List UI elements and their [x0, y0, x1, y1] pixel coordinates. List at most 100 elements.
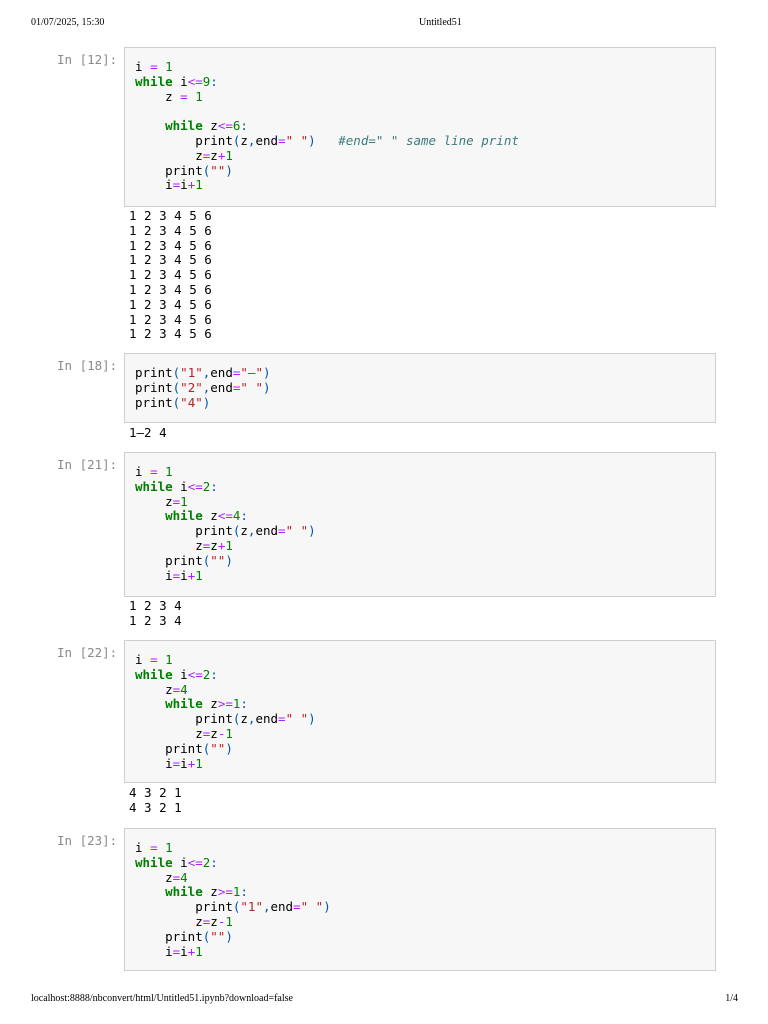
- punctuation-token: ): [308, 711, 316, 727]
- number-token: 1: [225, 913, 233, 929]
- punctuation-token: (: [202, 740, 211, 756]
- number-token: 1: [225, 537, 233, 553]
- output-line: 1 2 3 4: [129, 598, 182, 613]
- punctuation-token: (: [172, 365, 181, 380]
- whitespace-token: [135, 899, 195, 914]
- operator-token: >=: [217, 884, 233, 900]
- number-token: 1: [195, 177, 203, 193]
- punctuation-token: ): [323, 899, 331, 915]
- code-line: z=4: [135, 869, 331, 886]
- string-token: " ": [285, 132, 309, 148]
- name-token: z: [210, 725, 218, 741]
- operator-token: =: [202, 913, 211, 929]
- output-line: 1 2 3 4 5 6: [129, 208, 212, 223]
- name-token: end: [270, 899, 294, 915]
- name-token: print: [195, 132, 233, 148]
- punctuation-token: :: [240, 118, 248, 134]
- number-token: 1: [165, 652, 173, 667]
- operator-token: =: [180, 88, 188, 104]
- operator-token: =: [172, 681, 181, 697]
- name-token: z: [240, 711, 248, 727]
- string-token: "2": [180, 379, 203, 395]
- number-token: 1: [165, 59, 173, 74]
- code-line: z=4: [135, 681, 316, 698]
- operator-token: +: [187, 177, 196, 193]
- keyword-token: while: [165, 884, 203, 900]
- name-token: print: [135, 365, 173, 380]
- name-token: z: [165, 869, 173, 885]
- input-prompt: In [18]:: [57, 358, 118, 373]
- whitespace-token: [158, 59, 166, 74]
- number-token: 1: [225, 147, 233, 163]
- output-line: 1–2 4: [129, 425, 167, 440]
- code-line: while z>=1:: [135, 696, 316, 712]
- code-line: i = 1: [135, 840, 331, 856]
- whitespace-token: [135, 163, 165, 178]
- code-input-area[interactable]: print("1",end="–")print("2",end=" ")prin…: [124, 353, 716, 423]
- operator-token: =: [172, 755, 181, 771]
- name-token: print: [195, 899, 233, 915]
- operator-token: =: [232, 379, 241, 395]
- number-token: 1: [195, 755, 203, 771]
- code-line: while i<=2:: [135, 854, 331, 871]
- punctuation-token: :: [210, 73, 218, 89]
- punctuation-token: ,: [247, 523, 256, 539]
- whitespace-token: [135, 538, 195, 553]
- code-line: while z>=1:: [135, 884, 331, 900]
- name-token: z: [165, 681, 173, 697]
- name-token: i: [135, 840, 143, 855]
- name-token: z: [210, 913, 218, 929]
- punctuation-token: ): [225, 162, 233, 178]
- whitespace-token: [135, 726, 195, 741]
- string-token: " ": [285, 711, 309, 727]
- input-prompt: In [21]:: [57, 457, 118, 472]
- number-token: 1: [180, 493, 188, 509]
- output-line: 4 3 2 1: [129, 785, 182, 800]
- keyword-token: while: [165, 696, 203, 712]
- name-token: z: [195, 537, 203, 553]
- punctuation-token: (: [172, 394, 181, 410]
- name-token: end: [255, 523, 279, 539]
- name-token: i: [135, 652, 143, 667]
- code-line: z=z-1: [135, 913, 331, 930]
- name-token: z: [165, 493, 173, 509]
- name-token: print: [165, 552, 203, 568]
- whitespace-token: [135, 89, 165, 104]
- code-line: i=i+1: [135, 568, 316, 584]
- operator-token: +: [187, 755, 196, 771]
- name-token: end: [255, 132, 279, 148]
- whitespace-token: [135, 870, 165, 885]
- whitespace-token: [135, 696, 165, 711]
- punctuation-token: (: [232, 711, 241, 727]
- operator-token: =: [172, 943, 181, 959]
- operator-token: =: [202, 537, 211, 553]
- operator-token: <=: [187, 73, 203, 89]
- punctuation-token: :: [240, 696, 248, 712]
- whitespace-token: [135, 711, 195, 726]
- code-line: print(z,end=" "): [135, 523, 315, 539]
- number-token: 1: [232, 884, 241, 900]
- operator-token: =: [150, 464, 158, 479]
- number-token: 1: [232, 696, 241, 712]
- code-line: z=1: [135, 493, 316, 510]
- string-token: "1": [180, 365, 203, 380]
- operator-token: =: [150, 652, 158, 667]
- keyword-token: while: [135, 854, 173, 870]
- code-line: z=z-1: [135, 725, 316, 742]
- punctuation-token: :: [210, 666, 218, 682]
- page-header: 01/07/2025, 15:30 Untitled51: [0, 17, 768, 31]
- name-token: i: [180, 854, 188, 870]
- output-line: 1 2 3 4 5 6: [129, 252, 212, 268]
- code-line: i=i+1: [135, 177, 519, 193]
- code-line: print(""): [135, 162, 519, 179]
- number-token: 1: [195, 943, 203, 959]
